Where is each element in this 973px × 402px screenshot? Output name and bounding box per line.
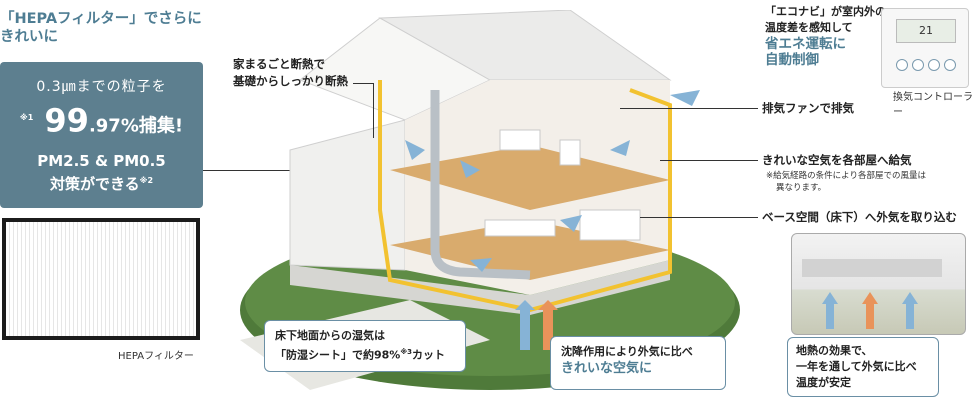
particle-size-text: 0.3㎛までの粒子を [36,79,167,95]
ventilation-controller: 21 [881,8,969,88]
insulation-callout: 家まるごと断熱で 基礎からしっかり断熱 [233,57,348,88]
house-illustration [240,10,740,390]
footnote-2: ※2 [139,175,154,185]
geothermal-callout-box: 地熱の効果で、 一年を通して外気に比べ 温度が安定 [787,337,939,397]
controller-button-4 [944,59,956,71]
photo-arrow-orange [862,292,878,329]
leader-line-exhaust [620,108,758,109]
controller-display: 21 [896,19,956,43]
leader-line-base [640,217,758,218]
moisture-callout-box: 床下地面からの湿気は 「防湿シート」で約98%※3カット [264,320,466,372]
base-space-label: ベース空間（床下）へ外気を取り込む [762,210,957,224]
upper-floor [390,145,670,210]
capture-rate-integer: 99 [44,101,89,140]
exhaust-arrow [670,90,700,106]
chair [559,139,581,166]
leader-line-supply [660,160,758,161]
intake-arrow-blue [515,300,535,350]
clean-air-arrows [405,140,630,272]
footnote-1: ※1 [19,113,34,122]
controller-button-1 [896,59,908,71]
supply-air-note: ※給気経路の条件により各部屋での風量は 異なります。 [766,171,926,193]
hepa-filter-image [2,218,200,340]
controller-button-2 [912,59,924,71]
econavi-text: 「エコナビ」が室内外の 温度差を感知して 省エネ運転に 自動制御 [765,5,886,68]
supply-air-label: きれいな空気を各部屋へ給気 [762,153,912,167]
hepa-spec-panel: 0.3㎛までの粒子を ※1 99.97%捕集! PM2.5 & PM0.5 対策… [0,62,203,208]
leader-line-insulation [353,83,373,84]
house-wall-left [289,119,406,271]
underfloor-photo [791,233,966,335]
countermeasure-text: 対策ができる [49,174,140,193]
controller-button-3 [928,59,940,71]
photo-arrow-blue [822,292,838,329]
pm-text: PM2.5 & PM0.5 [37,151,166,170]
dining-table [484,219,556,237]
sedimentation-callout-box: 沈降作用により外気に比べ きれいな空気に [550,336,726,390]
bed [499,129,541,151]
duct-pipe [430,90,531,280]
foundation [290,260,670,315]
hepa-title: 「HEPAフィルター」でさらにきれいに [0,11,202,45]
capture-rate-decimal: .97%捕集! [88,115,184,137]
kitchen-counter [579,209,641,241]
exhaust-fan-label: 排気ファンで排気 [762,101,854,115]
controller-caption: 換気コントローラー [893,92,973,118]
hepa-filter-caption: HEPAフィルター [118,351,194,362]
